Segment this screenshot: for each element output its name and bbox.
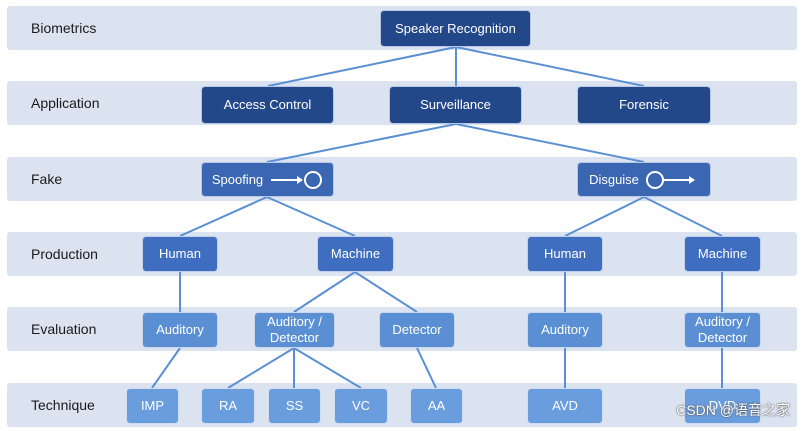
band-production: Production xyxy=(7,232,797,276)
node-surveillance-label: Surveillance xyxy=(420,97,491,112)
node-speaker-recognition-label: Speaker Recognition xyxy=(395,20,516,36)
link-root-forensic xyxy=(455,46,645,87)
node-auditory-1: Auditory xyxy=(142,312,218,348)
node-imp-label: IMP xyxy=(140,398,165,413)
circle-to-arrow-icon xyxy=(645,170,695,189)
node-human-2: Human xyxy=(527,236,603,272)
node-detector: Detector xyxy=(379,312,455,348)
node-avd-label: AVD xyxy=(552,398,578,413)
node-dvd: DVD xyxy=(684,388,761,424)
link-machine1-detector xyxy=(354,271,418,313)
link-application-disguise xyxy=(455,123,645,163)
watermark: CSDN @语音之家 xyxy=(676,402,790,418)
node-auditory-1-label: Auditory xyxy=(156,322,204,337)
band-label-application: Application xyxy=(31,95,100,111)
node-vc: VC xyxy=(334,388,388,424)
node-speaker-recognition: Speaker Recognition xyxy=(380,10,531,47)
node-access-control: Access Control xyxy=(201,86,334,124)
band-label-evaluation: Evaluation xyxy=(31,321,97,337)
node-auditory-2: Auditory xyxy=(527,312,603,348)
link-machine1-auditory-detector1 xyxy=(293,271,356,313)
link-spoofing-machine1 xyxy=(266,196,356,237)
node-auditory-detector-1: Auditory / Detector xyxy=(254,312,335,348)
node-avd: AVD xyxy=(527,388,603,424)
band-label-fake: Fake xyxy=(31,171,63,187)
node-aa: AA xyxy=(410,388,463,424)
node-machine-1-label: Machine xyxy=(330,246,381,261)
node-disguise-label: Disguise xyxy=(589,171,639,187)
node-ss: SS xyxy=(268,388,321,424)
node-auditory-detector-2: Auditory / Detector xyxy=(684,312,761,348)
node-spoofing-label: Spoofing xyxy=(211,171,264,187)
arrow-to-circle-icon xyxy=(271,170,323,189)
link-root-access xyxy=(267,46,457,87)
node-ra-label: RA xyxy=(218,398,238,413)
node-human-2-label: Human xyxy=(544,246,586,261)
node-detector-label: Detector xyxy=(392,322,442,337)
node-auditory-detector-1-label: Auditory / Detector xyxy=(267,314,322,345)
link-spoofing-human1 xyxy=(179,196,268,237)
node-auditory-detector-2-label: Auditory / Detector xyxy=(695,314,750,345)
node-auditory-2-label: Auditory xyxy=(541,322,589,337)
node-machine-2: Machine xyxy=(684,236,761,272)
link-auditory1-imp xyxy=(151,347,181,389)
node-human-1-label: Human xyxy=(159,246,201,261)
node-forensic-label: Forensic xyxy=(619,97,669,112)
link-application-spoofing xyxy=(266,123,457,163)
node-disguise: Disguise xyxy=(577,162,711,197)
link-ad1-vc xyxy=(293,347,362,389)
link-ad1-ra xyxy=(227,347,295,389)
node-machine-1: Machine xyxy=(317,236,394,272)
node-access-control-label: Access Control xyxy=(223,97,312,112)
link-disguise-human2 xyxy=(564,196,645,237)
node-vc-label: VC xyxy=(351,398,371,413)
node-forensic: Forensic xyxy=(577,86,711,124)
node-dvd-label: DVD xyxy=(708,398,737,413)
node-machine-2-label: Machine xyxy=(697,246,748,261)
link-disguise-machine2 xyxy=(643,196,723,237)
node-aa-label: AA xyxy=(427,398,446,413)
link-detector-aa xyxy=(416,347,437,389)
node-imp: IMP xyxy=(126,388,179,424)
band-label-biometrics: Biometrics xyxy=(31,20,97,36)
node-human-1: Human xyxy=(142,236,218,272)
node-surveillance: Surveillance xyxy=(389,86,522,124)
node-ss-label: SS xyxy=(285,398,304,413)
band-label-technique: Technique xyxy=(31,397,95,413)
node-spoofing: Spoofing xyxy=(201,162,334,197)
band-label-production: Production xyxy=(31,246,98,262)
node-ra: RA xyxy=(201,388,255,424)
